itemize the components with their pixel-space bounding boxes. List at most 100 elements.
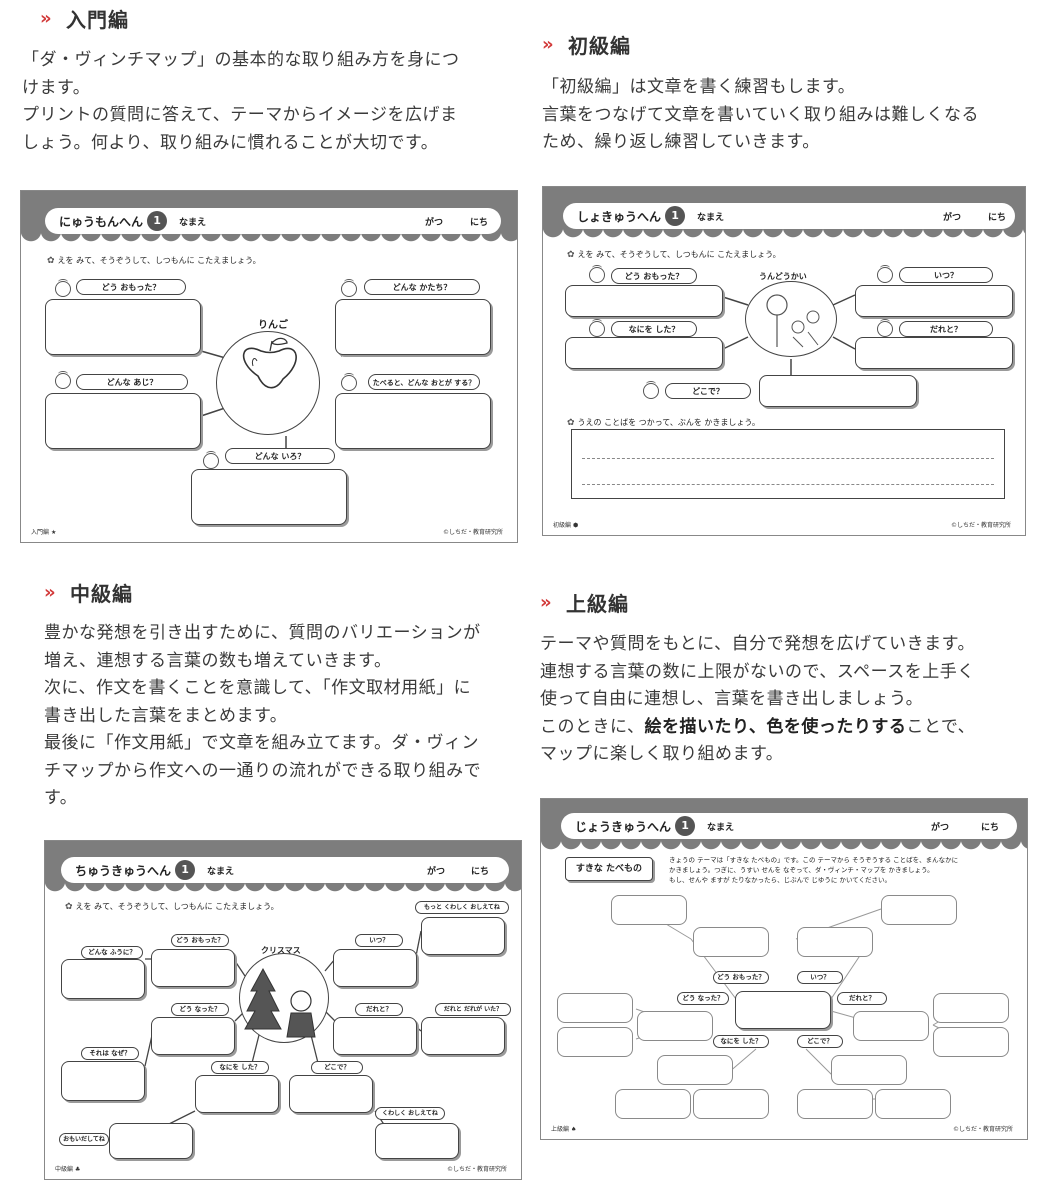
chevron-right-icon: » <box>542 34 554 55</box>
writing-line <box>582 484 994 485</box>
question-bubble: だれと？ <box>899 321 993 337</box>
theme-label: りんご <box>258 320 288 331</box>
worksheet-preview-jokyu: じょうきゅうへん 1 なまえ がつ にち すきな たべもの きょうの テーマは「… <box>540 798 1028 1140</box>
footer-text: 初級編 <box>553 522 572 529</box>
answer-box <box>853 1011 929 1041</box>
answer-box <box>875 1089 951 1119</box>
answer-box <box>191 469 347 525</box>
question-bubble: どんな あじ？ <box>76 374 188 390</box>
child-face-icon <box>589 319 605 337</box>
scallop-edge <box>541 839 1027 851</box>
question-bubble: どう なった？ <box>677 992 729 1005</box>
answer-box <box>421 917 505 955</box>
question-bubble: それは なぜ？ <box>81 1047 139 1060</box>
copyright: ©しちだ・教育研究所 <box>952 1126 1013 1133</box>
answer-box <box>933 1027 1009 1057</box>
answer-box <box>615 1089 691 1119</box>
theme-label: すきな たべもの <box>565 857 653 881</box>
answer-box <box>61 959 145 999</box>
question-bubble: どこで？ <box>311 1061 363 1074</box>
answer-box <box>657 1055 733 1085</box>
answer-box <box>375 1123 459 1159</box>
answer-box <box>855 337 1013 369</box>
apple-icon <box>242 337 297 389</box>
center-box <box>735 991 831 1029</box>
footer-label: 初級編 ⬢ <box>553 520 578 529</box>
answer-box <box>333 949 417 987</box>
child-face-icon <box>877 265 893 283</box>
question-bubble: だれと？ <box>355 1003 403 1016</box>
body-text-segment: ことで、 <box>906 716 976 737</box>
copyright: ©しちだ・教育研究所 <box>950 522 1011 529</box>
question-bubble: いつ？ <box>797 971 843 984</box>
answer-box <box>557 993 633 1023</box>
theme-circle <box>216 331 320 435</box>
month-label: がつ <box>425 217 444 228</box>
section-title: 初級編 <box>568 34 631 58</box>
footer-text: 入門編 <box>31 529 50 536</box>
writing-instruction: ✿うえの ことばを つかって、ぶんを かきましょう。 <box>567 417 760 428</box>
question-bubble: どう おもった？ <box>171 934 229 947</box>
answer-box <box>421 1017 505 1055</box>
question-bubble: たべると、どんな おとが する？ <box>368 374 480 390</box>
answer-box <box>335 299 491 355</box>
answer-box <box>881 895 957 925</box>
body-line: このときに、絵を描いたり、色を使ったりすることで、 <box>540 714 1040 742</box>
body-text-emphasis: 絵を描いたり、色を使ったりする <box>644 716 907 737</box>
footer-label: 入門編 ★ <box>31 527 56 536</box>
instruction-text: えを みて、そうぞうして、しつもんに こたえましょう。 <box>577 250 781 259</box>
instruction-line: かきましょう。つぎに、うすい せんを なぞって、ダ・ヴィンチ・マップを かきまし… <box>669 866 934 874</box>
child-face-icon <box>643 381 659 399</box>
scallop-edge <box>543 227 1025 239</box>
question-bubble: どんな いろ？ <box>225 448 335 464</box>
theme-label: クリスマス <box>261 946 301 955</box>
footer-label: 上級編 ♠ <box>551 1124 576 1133</box>
question-bubble: どう おもった？ <box>76 279 186 295</box>
name-field-label: なまえ <box>207 866 235 877</box>
name-field-label: なまえ <box>707 822 735 833</box>
answer-box <box>565 337 723 369</box>
body-line: 最後に「作文用紙」で文章を組み立てます。ダ・ヴィン <box>44 733 479 753</box>
question-bubble: いつ？ <box>355 934 403 947</box>
answer-box <box>693 927 769 957</box>
answer-box <box>565 285 723 317</box>
section-heading-nyumon: » 入門編 <box>40 4 129 33</box>
worksheet-title: にゅうもんへん <box>59 214 144 229</box>
body-line: す。 <box>44 788 78 808</box>
level-badge: 1 <box>147 211 168 231</box>
section-body-chukyu: 豊かな発想を引き出すために、質問のバリエーションが 増え、連想する言葉の数も増え… <box>44 620 524 813</box>
section-title: 入門編 <box>66 8 129 32</box>
question-bubble: どう なった？ <box>171 1003 229 1016</box>
chevron-right-icon: » <box>40 8 52 29</box>
flower-icon: ✿ <box>567 250 575 260</box>
answer-box <box>611 895 687 925</box>
name-field-label: なまえ <box>179 217 207 228</box>
worksheet-title: ちゅうきゅうへん <box>75 863 172 878</box>
footer-text: 中級編 <box>55 1166 74 1173</box>
body-text-segment: このときに、 <box>540 716 645 737</box>
instruction-text: うえの ことばを つかって、ぶんを かきましょう。 <box>577 418 760 427</box>
day-label: にち <box>988 212 1007 223</box>
child-face-icon <box>341 373 357 391</box>
body-line: ため、繰り返し練習していきます。 <box>542 132 820 152</box>
question-bubble: だれと？ <box>837 992 887 1005</box>
day-label: にち <box>470 217 489 228</box>
question-bubble: いつ？ <box>899 267 993 283</box>
child-face-icon <box>55 371 71 389</box>
connector-lines <box>635 908 962 1100</box>
worksheet-header: ちゅうきゅうへん 1 なまえ がつ にち <box>61 857 509 883</box>
level-badge: 1 <box>175 860 196 880</box>
instruction: ✿えを みて、そうぞうして、しつもんに こたえましょう。 <box>567 249 781 260</box>
theme-label: うんどうかい <box>759 272 807 281</box>
child-face-icon <box>341 279 357 297</box>
worksheet-preview-chukyu: ちゅうきゅうへん 1 なまえ がつ にち ✿えを みて、そうぞうして、しつもんに… <box>44 840 522 1180</box>
sports-day-illustration-icon <box>766 294 820 348</box>
theme-text: すきな たべもの <box>575 864 643 874</box>
section-body-jokyu: テーマや質問をもとに、自分で発想を広げていきます。 連想する言葉の数に上限がない… <box>540 631 1040 769</box>
worksheet-header: しょきゅうへん 1 なまえ がつ にち <box>563 203 1015 229</box>
body-line: 言葉をつなげて文章を書いていく取り組みは難しくなる <box>542 104 979 125</box>
answer-box <box>855 285 1013 317</box>
section-body-shokyu: 「初級編」は文章を書く練習もします。 言葉をつなげて文章を書いていく取り組みは難… <box>542 74 1042 157</box>
copyright: ©しちだ・教育研究所 <box>446 1166 507 1173</box>
answer-box <box>637 1011 713 1041</box>
